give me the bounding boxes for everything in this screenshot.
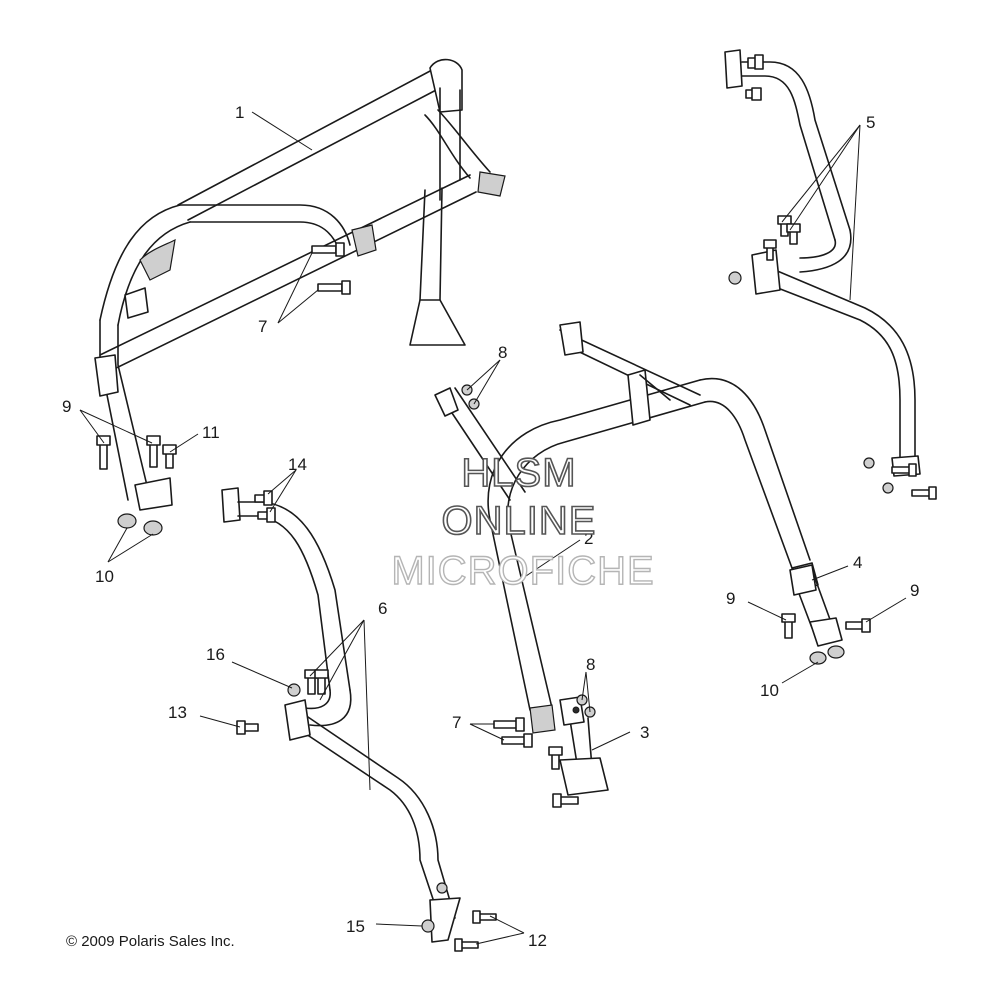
nut-5b	[863, 457, 875, 469]
bolt-7-upper-a	[311, 242, 345, 257]
callout-15: 15	[346, 917, 365, 936]
fasteners	[96, 54, 937, 952]
copyright-notice: © 2009 Polaris Sales Inc.	[66, 933, 235, 950]
bolt-13	[236, 720, 259, 735]
callout-16: 16	[206, 645, 225, 664]
bolt-11	[162, 444, 177, 469]
callout-8b: 8	[586, 655, 595, 674]
callout-11: 11	[202, 423, 220, 442]
bolt-9-right-b	[845, 618, 871, 633]
bolt-12a	[472, 910, 497, 924]
callout-10b: 10	[760, 681, 779, 700]
callout-8a: 8	[498, 343, 507, 362]
watermark: HLSM ONLINE MICROFICHE	[391, 450, 655, 594]
side-tube-part-6	[221, 487, 461, 943]
nut-5	[728, 271, 742, 285]
callout-1: 1	[235, 103, 244, 122]
watermark-line-2: ONLINE	[442, 499, 597, 543]
side-tube-part-5	[724, 49, 921, 477]
bolt-5a	[747, 54, 764, 70]
bolt-12b	[454, 938, 479, 952]
callout-10a: 10	[95, 567, 114, 586]
callout-9c: 9	[910, 581, 919, 600]
watermark-line-1: HLSM	[461, 451, 576, 495]
callout-2: 2	[584, 529, 593, 548]
bolt-7-lower-a	[493, 717, 525, 732]
callout-12: 12	[528, 931, 547, 950]
callout-5: 5	[866, 113, 875, 132]
mount-bracket-part-3	[559, 696, 609, 796]
bolt-5e	[763, 239, 777, 261]
bolt-5f	[891, 463, 917, 477]
bolt-5g	[911, 486, 937, 500]
nut-16	[287, 683, 301, 697]
washer-10d	[827, 645, 845, 659]
callout-9b: 9	[726, 589, 735, 608]
rear-cage-part-1	[94, 58, 506, 511]
callout-6: 6	[378, 599, 387, 618]
bolt-7-lower-b	[501, 733, 533, 748]
bolt-7-upper-b	[317, 280, 351, 295]
bolt-9-left-a	[96, 435, 111, 470]
bolt-5d	[786, 223, 801, 245]
bolt-14b	[257, 507, 276, 523]
callout-13: 13	[168, 703, 187, 722]
callout-9a: 9	[62, 397, 71, 416]
bolt-5c	[777, 215, 792, 237]
bolt-6b	[314, 669, 329, 695]
washer-10b	[143, 520, 163, 536]
callouts: 1 2 3 4 5 6 7 7 8 8 9 9 9 10 10 11 12 13…	[62, 103, 919, 950]
nut-15b	[436, 882, 448, 894]
watermark-line-3: MICROFICHE	[391, 549, 654, 593]
callout-7a: 7	[258, 317, 267, 336]
nut-5c	[882, 482, 894, 494]
washer-10a	[117, 513, 137, 529]
bolt-5b	[745, 87, 762, 101]
callout-3: 3	[640, 723, 649, 742]
bolt-9-left-b	[146, 435, 161, 468]
bolt-3b	[552, 793, 579, 808]
callout-4: 4	[853, 553, 862, 572]
leader-lines	[79, 111, 907, 945]
washer-10c	[809, 651, 827, 665]
callout-7b: 7	[452, 713, 461, 732]
bolt-3a	[548, 746, 563, 770]
bolt-9-right-a	[781, 613, 796, 639]
bolt-14a	[254, 490, 273, 506]
callout-14: 14	[288, 455, 307, 474]
nut-15	[421, 919, 435, 933]
